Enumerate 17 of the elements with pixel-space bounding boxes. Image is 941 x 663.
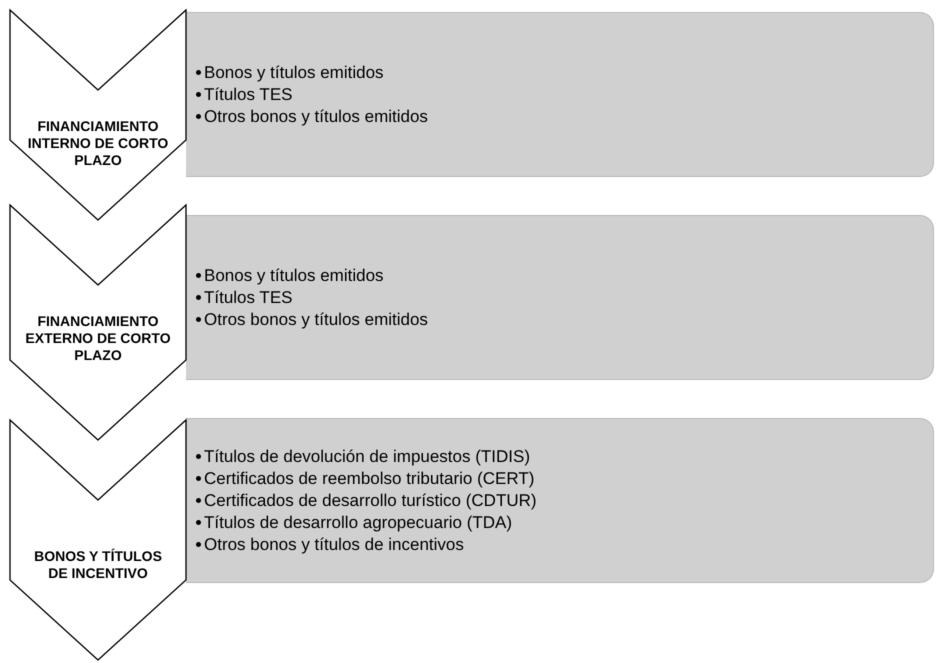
bullet-item: Otros bonos y títulos de incentivos <box>204 534 464 556</box>
content-panel <box>186 215 934 380</box>
bullet-item: Bonos y títulos emitidos <box>204 264 384 286</box>
category-heading: FINANCIAMIENTO EXTERNO DE CORTO PLAZO <box>24 313 172 364</box>
content-panel <box>186 12 934 177</box>
category-heading: BONOS Y TÍTULOS DE INCENTIVO <box>33 548 163 582</box>
bullet-item: Títulos de desarrollo agropecuario (TDA) <box>204 512 512 534</box>
bullet-item: Certificados de reembolso tributario (CERT) <box>204 468 534 490</box>
category-heading: FINANCIAMIENTO INTERNO DE CORTO PLAZO <box>26 118 170 169</box>
bullet-item: Otros bonos y títulos emitidos <box>204 308 428 330</box>
bullet-item: Títulos de devolución de impuestos (TIDIS) <box>204 446 530 468</box>
bullet-item: Certificados de desarrollo turístico (CDTUR) <box>204 490 537 512</box>
bullet-item: Otros bonos y títulos emitidos <box>204 106 428 128</box>
bullet-item: Títulos TES <box>204 286 292 308</box>
bullet-item: Títulos TES <box>204 84 292 106</box>
bullet-item: Bonos y títulos emitidos <box>204 62 384 84</box>
content-panel <box>186 418 934 583</box>
